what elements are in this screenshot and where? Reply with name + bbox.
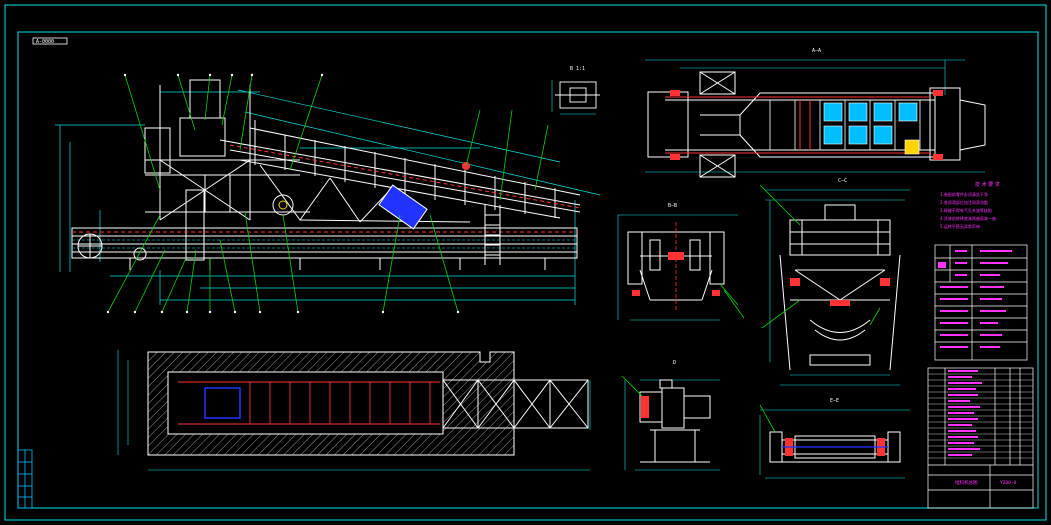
- tech-note-5: 5.运转平稳无异常声响: [940, 223, 980, 229]
- revision-strip: [17, 449, 33, 509]
- title-block: 给料机总图 YZ00-0: [927, 367, 1034, 509]
- view-a-title: A—A: [812, 48, 821, 54]
- drawing-frame: [4, 4, 1047, 521]
- view-a-frame: [647, 71, 986, 178]
- plan-belt: [178, 381, 440, 425]
- ladder: [484, 205, 501, 265]
- view-a-hatched-panels: [823, 102, 918, 145]
- parts-list-rows: [928, 373, 1033, 459]
- view-e-roller: E—E: [759, 398, 910, 479]
- plan-view: [117, 350, 591, 471]
- top-left-tag: A-0000: [32, 37, 68, 45]
- view-c-frame: [779, 204, 901, 371]
- top-left-tag-text: A-0000: [36, 39, 54, 45]
- view-c-c: C—C: [759, 178, 910, 386]
- leader-lines: [107, 74, 549, 313]
- tech-note-1: 1.装配前零件必须清洗干净: [940, 191, 988, 197]
- tail-unit: [272, 162, 470, 230]
- view-d-title: D: [673, 360, 676, 366]
- main-elevation-view: [55, 73, 601, 314]
- view-a-a: A—A: [645, 48, 986, 178]
- detail-view-b: B 1:1: [551, 66, 600, 115]
- tech-notes-heading: 技 术 要 求: [975, 181, 1000, 188]
- elevation-dimensions: [55, 89, 601, 305]
- leader-dots: [106, 73, 460, 314]
- tech-note-2: 2.各润滑部位加注润滑油脂: [940, 199, 988, 205]
- inclined-conveyor: [219, 120, 581, 219]
- view-b-title: B—B: [668, 203, 677, 209]
- base-frame: [71, 227, 578, 259]
- view-e-title: E—E: [830, 398, 839, 404]
- drawing-number: YZ00-0: [1000, 480, 1017, 486]
- conveyor-belt: [72, 144, 581, 233]
- view-b-b: B—B: [617, 203, 745, 321]
- view-c-title: C—C: [838, 178, 847, 184]
- support-tower: [144, 79, 310, 261]
- plan-truss: [442, 379, 589, 429]
- spec-table-text-marks: [938, 250, 1012, 348]
- tech-note-4: 4.涂漆前除锈底漆两遍面漆一遍: [940, 215, 996, 221]
- spec-table: [934, 244, 1028, 361]
- tech-note-3: 3.焊缝不得有气孔夹渣等缺陷: [940, 207, 992, 213]
- view-d-motor: D: [621, 360, 720, 471]
- motor-assembly: [639, 379, 711, 463]
- title-name: 给料机总图: [955, 479, 978, 486]
- tech-notes: 技 术 要 求 1.装配前零件必须清洗干净 2.各润滑部位加注润滑油脂 3.焊缝…: [940, 181, 1000, 229]
- detail-view-title: B 1:1: [570, 66, 585, 72]
- drive-pulley: [77, 233, 147, 261]
